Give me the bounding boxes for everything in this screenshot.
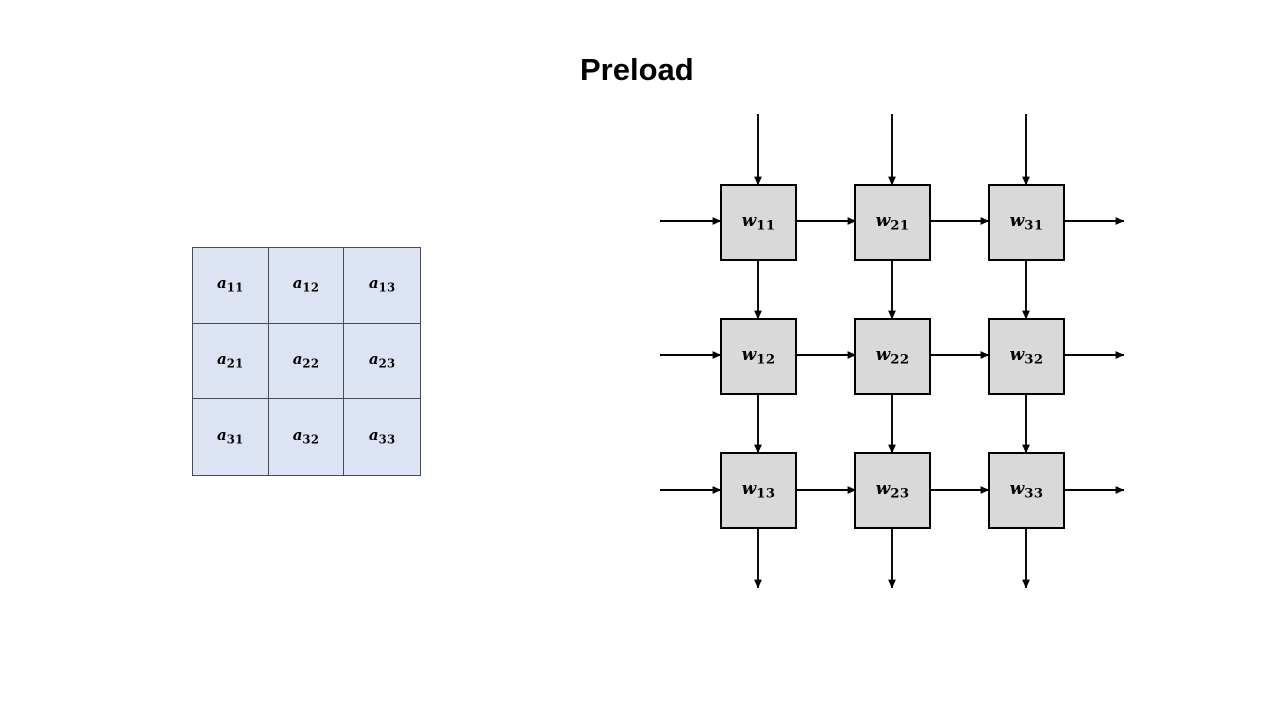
pe-cell-label: w21 [875, 210, 910, 234]
pe-cell[interactable]: w22 [854, 318, 931, 395]
pe-cell-label: w33 [1009, 478, 1044, 502]
input-activation-matrix: a11 a12 a13 a21 a22 a23 a31 a32 a33 [192, 247, 421, 476]
matrix-cell-label: a23 [368, 350, 396, 371]
pe-cell[interactable]: w32 [988, 318, 1065, 395]
matrix-cell: a23 [344, 323, 420, 400]
pe-cell[interactable]: w33 [988, 452, 1065, 529]
matrix-cell: a11 [193, 248, 269, 324]
matrix-cell-label: a31 [217, 426, 244, 447]
pe-cell-label: w22 [875, 344, 910, 368]
matrix-cell-label: a11 [217, 274, 244, 295]
matrix-cell-label: a32 [292, 426, 320, 447]
pe-cell[interactable]: w13 [720, 452, 797, 529]
matrix-cell: a31 [193, 399, 269, 475]
pe-cell-label: w31 [1009, 210, 1044, 234]
pe-cell-label: w12 [741, 344, 776, 368]
matrix-cell: a21 [193, 323, 269, 400]
pe-cell[interactable]: w21 [854, 184, 931, 261]
pe-cell[interactable]: w31 [988, 184, 1065, 261]
matrix-cell: a32 [268, 399, 345, 475]
pe-cell[interactable]: w11 [720, 184, 797, 261]
pe-cell-label: w32 [1009, 344, 1044, 368]
pe-cell-label: w23 [875, 478, 910, 502]
pe-cell-label: w11 [741, 210, 776, 234]
matrix-cell-label: a21 [217, 350, 244, 371]
matrix-cell-label: a33 [368, 426, 396, 447]
matrix-cell-label: a12 [292, 274, 320, 295]
matrix-cell: a33 [344, 399, 420, 475]
matrix-cell-label: a22 [292, 350, 320, 371]
matrix-cell: a13 [344, 248, 420, 324]
matrix-cell: a12 [268, 248, 345, 324]
pe-cell-label: w13 [741, 478, 776, 502]
matrix-cell: a22 [268, 323, 345, 400]
page-title: Preload [580, 52, 694, 87]
pe-cell[interactable]: w12 [720, 318, 797, 395]
pe-cell[interactable]: w23 [854, 452, 931, 529]
matrix-cell-label: a13 [368, 274, 396, 295]
